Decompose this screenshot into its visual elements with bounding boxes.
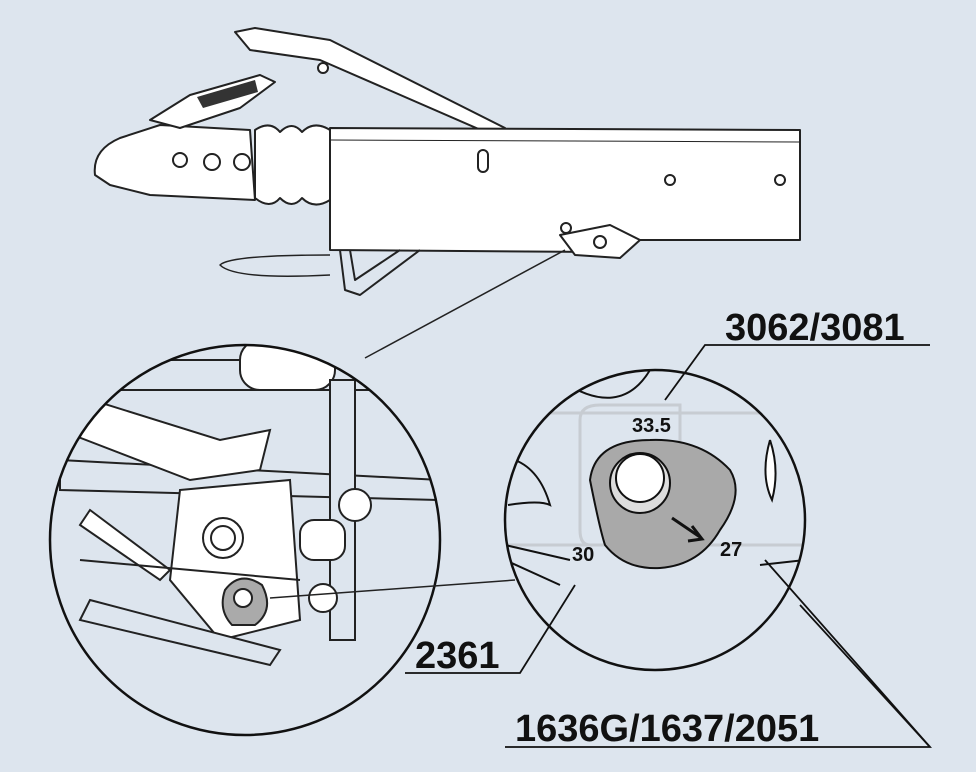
label-3062-3081: 3062/3081 [725,307,905,349]
detail-circle-left [48,343,442,737]
value-right: 27 [720,539,742,561]
breakaway-cable [219,254,331,277]
label-1636g-1637-2051: 1636G/1637/2051 [515,708,819,750]
leader-lines [405,344,932,748]
value-top: 33.5 [632,415,671,437]
bellows [254,124,331,206]
coupling-overview [93,27,801,296]
value-left: 30 [572,544,594,566]
label-2361: 2361 [415,635,500,677]
detail-circle-right: 33.5 30 27 [503,368,807,672]
rotation-arrow-icon [671,516,701,539]
brake-lever [234,27,506,135]
